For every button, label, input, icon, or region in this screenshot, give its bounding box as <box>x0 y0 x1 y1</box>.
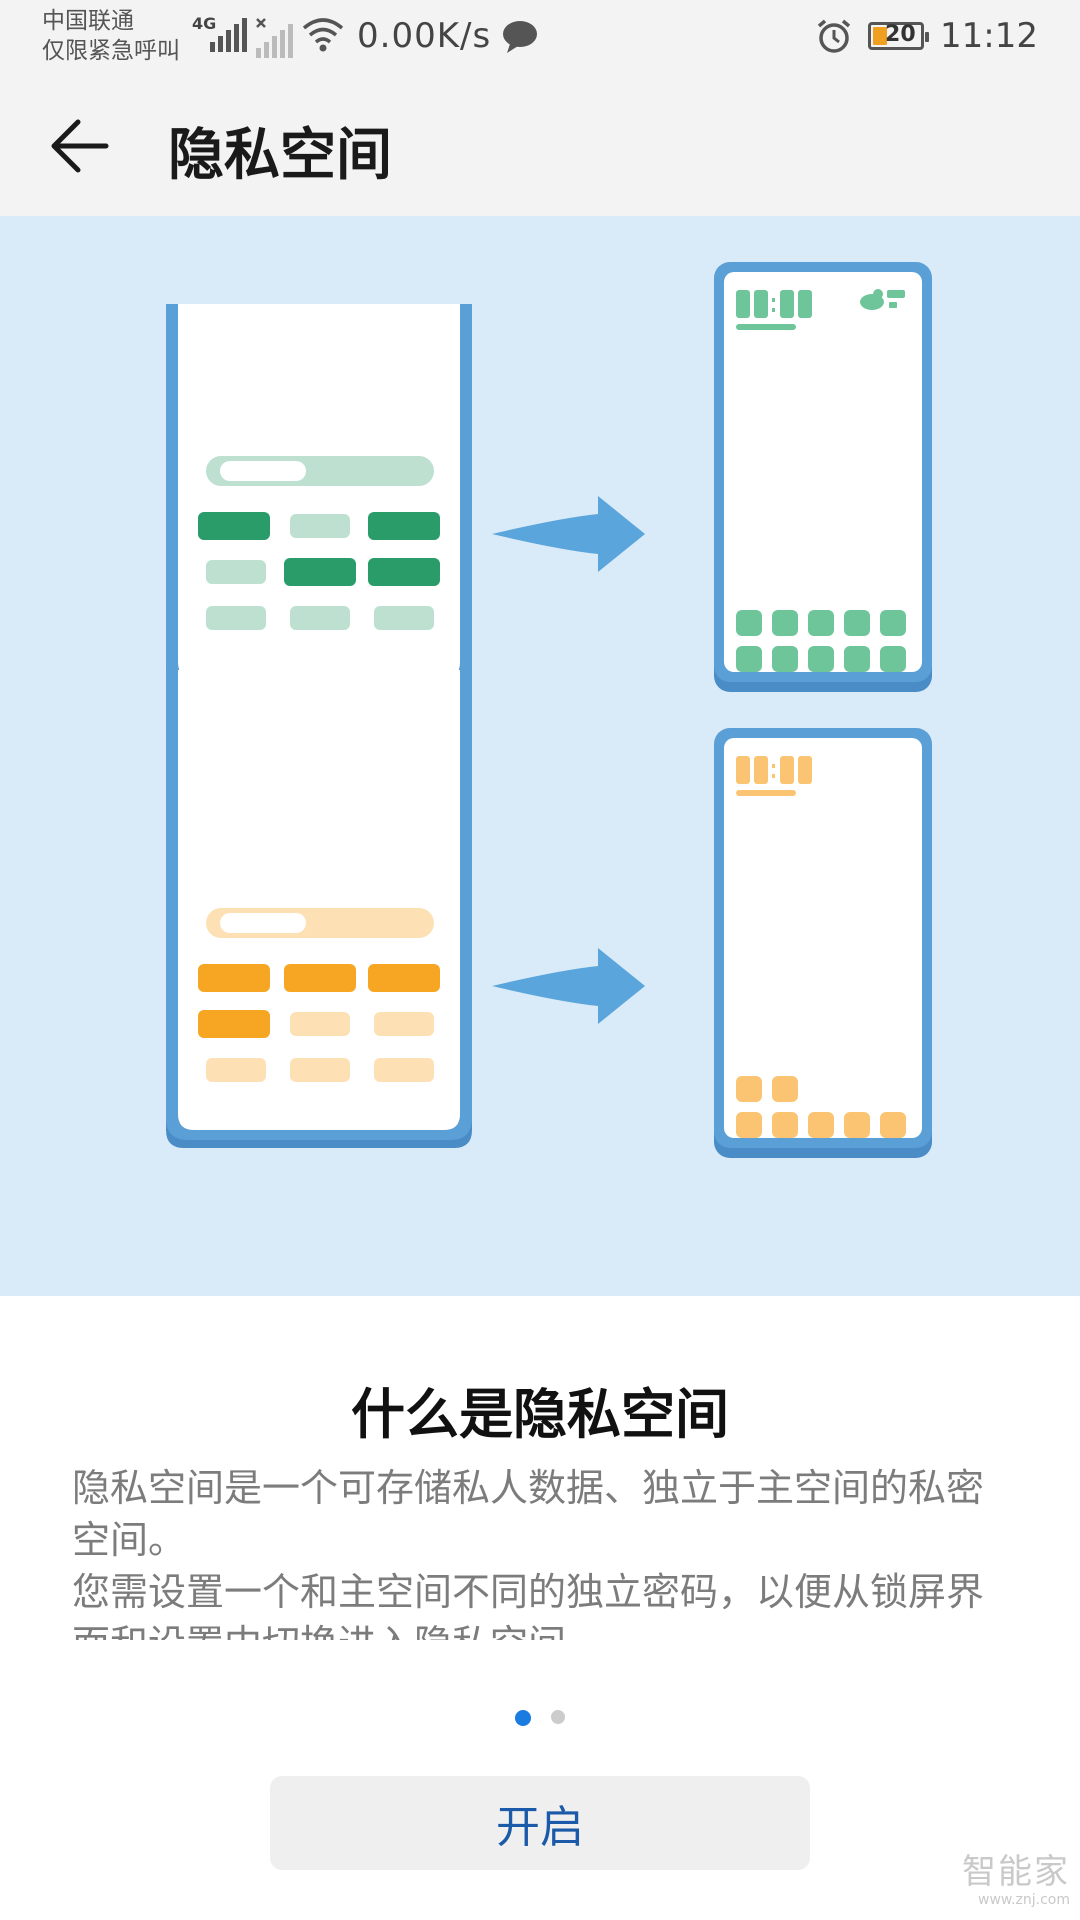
battery-level: 20 <box>885 22 916 47</box>
intro-description: 隐私空间是一个可存储私人数据、独立于主空间的私密空间。 您需设置一个和主空间不同… <box>72 1462 1018 1640</box>
net-speed-text: 0.00K/s <box>357 16 492 56</box>
intro-title: 什么是隐私空间 <box>351 1383 729 1446</box>
watermark-logo-text: 智能家 <box>962 1852 1070 1892</box>
main-space-phone <box>714 262 932 692</box>
intro-paragraph-2: 您需设置一个和主空间不同的独立密码，以便从锁屏界面和设置中切换进入隐私空间。 <box>72 1570 985 1640</box>
alarm-icon <box>817 19 851 53</box>
main-space-settings-card <box>166 304 472 696</box>
enable-button[interactable]: 开启 <box>270 1776 810 1870</box>
private-space-illustration <box>0 216 1080 1296</box>
battery-icon: 20 <box>868 22 930 50</box>
page-dot-1[interactable] <box>515 1710 531 1726</box>
back-arrow-icon <box>51 119 109 173</box>
private-space-phone <box>714 728 932 1158</box>
network-type-label: 4G <box>192 14 217 33</box>
arrow-icon <box>492 948 645 1024</box>
watermark: 智能家 www.znj.com <box>962 1852 1070 1908</box>
message-icon <box>503 21 537 53</box>
emergency-only-text: 仅限紧急呼叫 <box>42 38 180 64</box>
app-bar: 隐私空间 <box>0 76 1080 216</box>
no-signal-icon <box>256 18 293 58</box>
clock: 11:12 <box>940 16 1038 56</box>
illustration-graphic <box>166 262 932 1158</box>
intro-paragraph-1: 隐私空间是一个可存储私人数据、独立于主空间的私密空间。 <box>72 1466 985 1562</box>
page-dot-2[interactable] <box>551 1710 565 1724</box>
page-title: 隐私空间 <box>168 123 392 188</box>
wifi-icon <box>302 18 344 52</box>
page-indicator <box>0 1710 1080 1726</box>
back-button[interactable] <box>40 106 120 186</box>
carrier-name: 中国联通 <box>42 8 134 34</box>
status-right-group: 20 11:12 <box>816 16 1038 56</box>
carrier-info: 中国联通 仅限紧急呼叫 <box>42 6 180 66</box>
watermark-url: www.znj.com <box>978 1892 1070 1908</box>
signal-icon <box>210 18 247 52</box>
status-bar: 中国联通 仅限紧急呼叫 4G 0.00K/s <box>0 0 1080 76</box>
arrow-icon <box>492 496 645 572</box>
private-space-settings-card <box>166 670 472 1148</box>
